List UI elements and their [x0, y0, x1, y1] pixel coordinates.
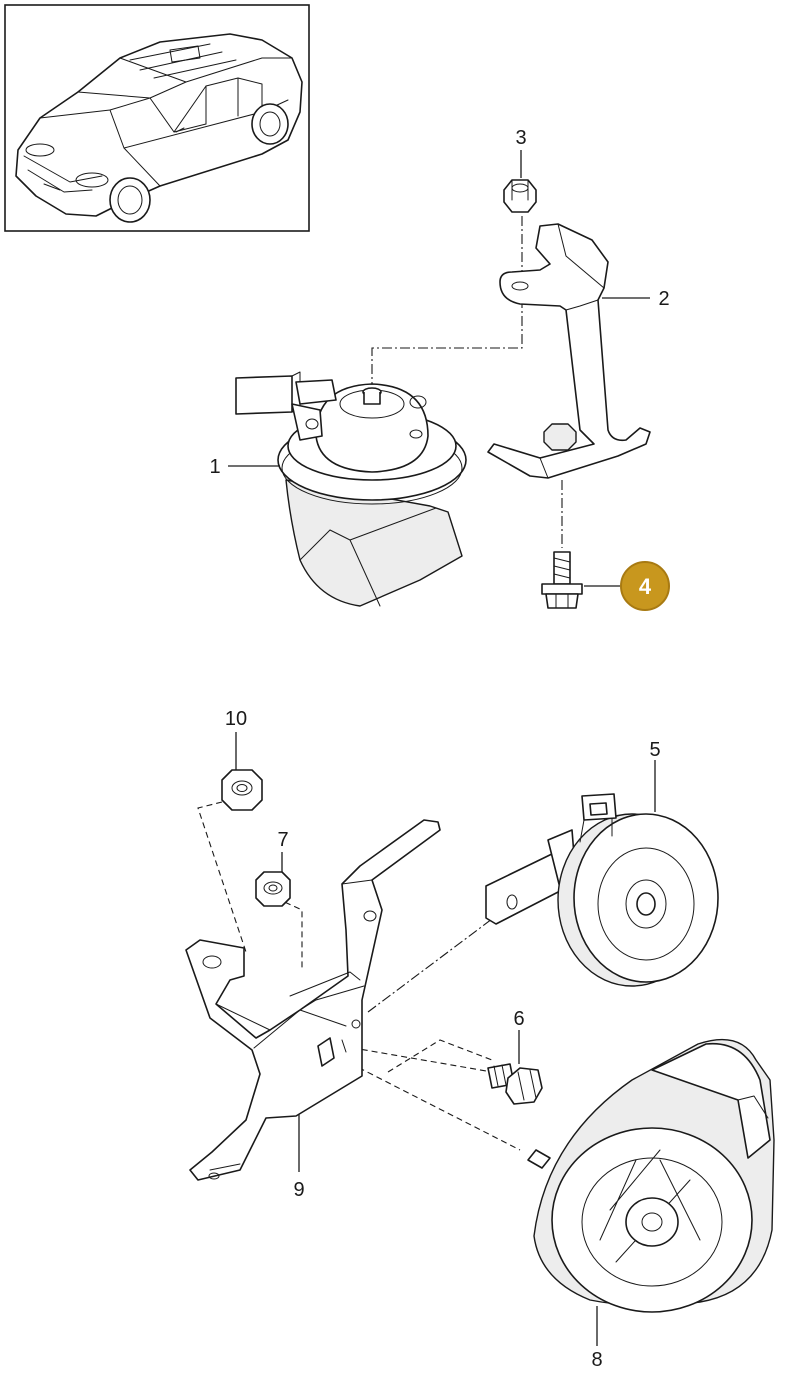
callout-8[interactable]: 8	[591, 1349, 602, 1371]
bolt-part-4[interactable]	[541, 551, 583, 609]
bracket-part-9[interactable]	[185, 819, 441, 1181]
callout-10[interactable]: 10	[225, 708, 247, 730]
horn-5-connector-icon	[579, 793, 617, 843]
callout-4[interactable]: 4	[639, 574, 652, 599]
callout-9[interactable]: 9	[293, 1179, 304, 1201]
callout-4-highlight[interactable]: 4	[620, 561, 670, 611]
horn-part-8[interactable]	[527, 1038, 775, 1313]
callout-5[interactable]: 5	[649, 739, 660, 761]
nut-part-3[interactable]	[503, 179, 537, 213]
callout-1[interactable]: 1	[209, 456, 220, 478]
callout-7[interactable]: 7	[277, 829, 288, 851]
nut-part-10[interactable]	[221, 769, 263, 811]
callout-2[interactable]: 2	[658, 288, 669, 310]
bolt-part-6[interactable]	[487, 1063, 543, 1105]
callout-6[interactable]: 6	[513, 1008, 524, 1030]
suv-outline-icon	[15, 33, 303, 223]
horn-connector-icon	[235, 371, 337, 441]
nut-part-7[interactable]	[255, 871, 291, 907]
bracket-part-2[interactable]	[487, 223, 651, 479]
vehicle-thumbnail	[4, 4, 310, 232]
callout-3[interactable]: 3	[515, 127, 526, 149]
horn-part-1[interactable]	[235, 371, 467, 607]
horn-part-5[interactable]	[485, 793, 719, 987]
